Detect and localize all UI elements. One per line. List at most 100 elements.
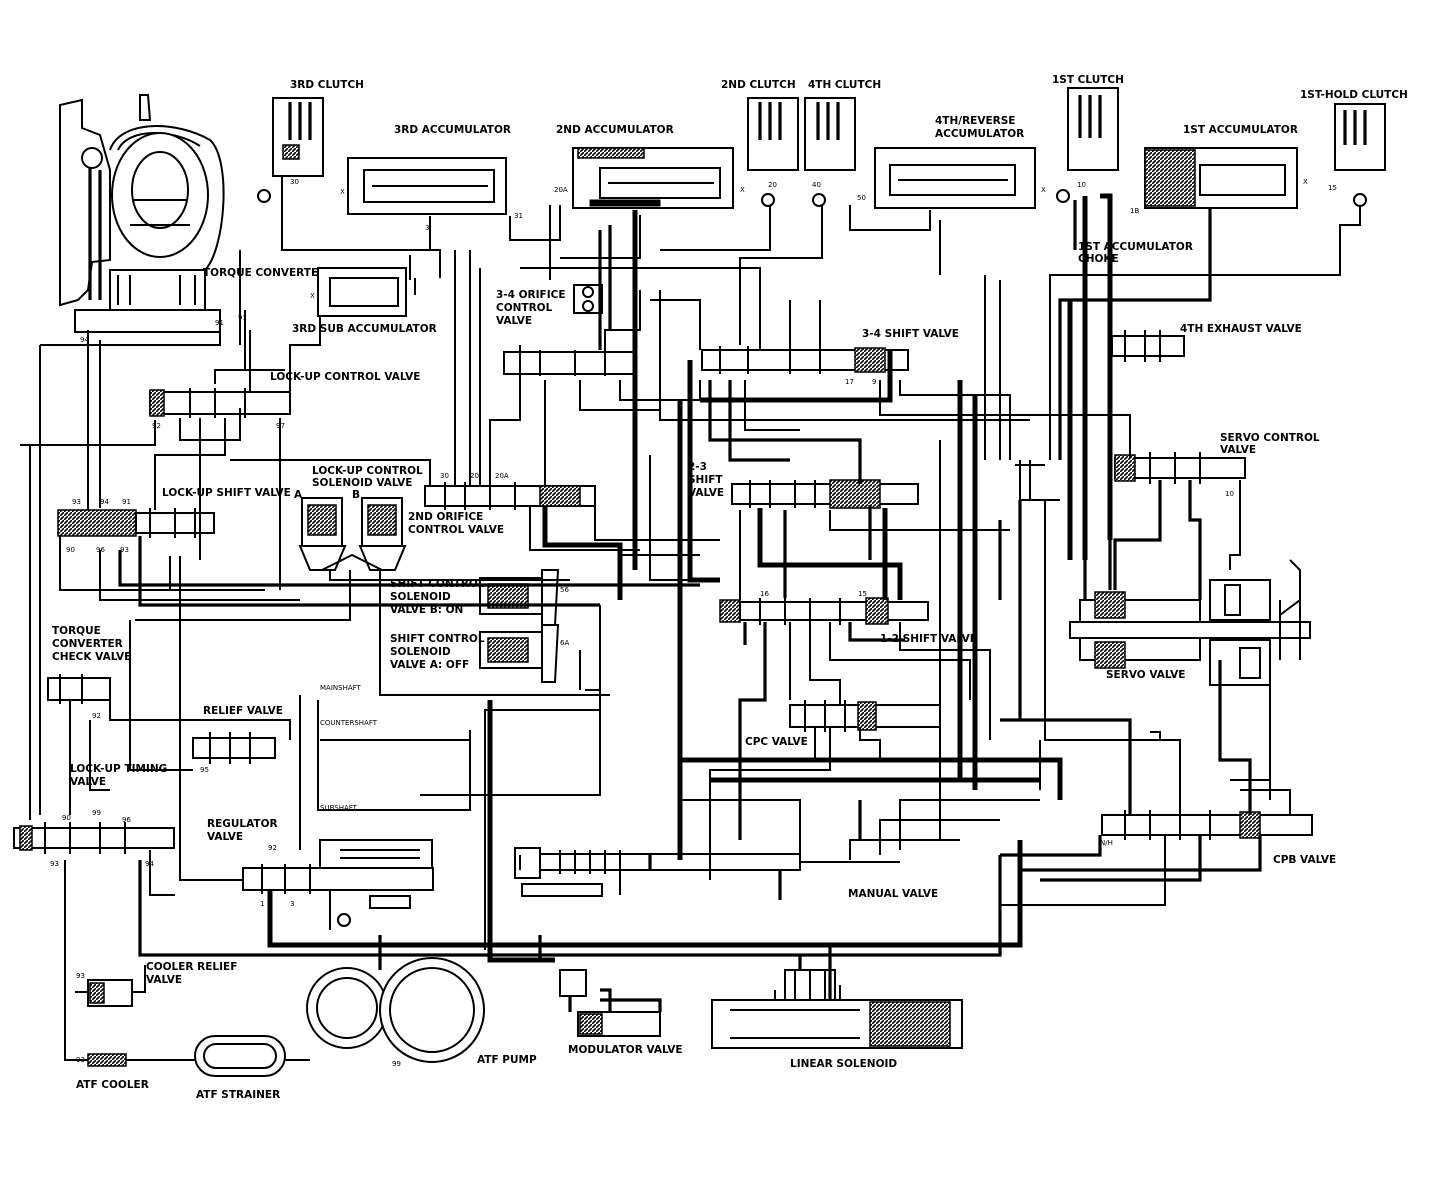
shift-solenoid-b-label-2: SOLENOID (390, 591, 451, 603)
servo-valve-label: SERVO VALVE (1106, 669, 1185, 681)
shift-valve-34-label: 3-4 SHIFT VALVE (862, 328, 959, 340)
fourth-reverse-accumulator-label-2: ACCUMULATOR (935, 128, 1024, 140)
svg-text:50: 50 (857, 194, 866, 202)
fourth-clutch-label: 4TH CLUTCH (808, 79, 881, 91)
first-clutch: 1ST CLUTCH 10 (1052, 74, 1124, 203)
svg-text:X: X (310, 292, 315, 300)
shift-valve-12-label: 1-2 SHIFT VALVE (880, 633, 977, 645)
second-orifice-label-2: CONTROL VALVE (408, 524, 504, 536)
manual-valve: MANUAL VALVE (514, 847, 938, 900)
servo-valve: SERVO VALVE (1069, 579, 1311, 686)
svg-text:10: 10 (1225, 490, 1234, 498)
atf-cooler-label: ATF COOLER (76, 1079, 149, 1091)
lockup-timing-label-1: LOCK-UP TIMING (70, 763, 167, 775)
fourth-reverse-accumulator-label-1: 4TH/REVERSE (935, 115, 1015, 127)
second-orifice-control-valve: 2ND ORIFICE CONTROL VALVE 30 20 20A (408, 472, 596, 536)
svg-text:90: 90 (66, 546, 75, 554)
svg-text:1: 1 (260, 900, 264, 908)
third-clutch-label: 3RD CLUTCH (290, 79, 364, 91)
relief-valve-label: RELIEF VALVE (203, 705, 283, 717)
lockup-timing-label-2: VALVE (70, 776, 106, 788)
second-accumulator-label: 2ND ACCUMULATOR (556, 124, 674, 136)
svg-text:40: 40 (812, 181, 821, 189)
shift-solenoid-b-label-3: VALVE B: ON (390, 604, 463, 616)
tc-check-label-2: CONVERTER (52, 638, 123, 650)
svg-text:COUNTERSHAFT: COUNTERSHAFT (320, 719, 378, 727)
orifice-34-label-3: VALVE (496, 315, 532, 327)
svg-text:91: 91 (238, 314, 247, 322)
svg-text:91: 91 (122, 498, 131, 506)
svg-text:6A: 6A (560, 639, 569, 647)
svg-text:92: 92 (152, 422, 161, 430)
svg-text:SUBSHAFT: SUBSHAFT (320, 804, 358, 812)
fourth-reverse-accumulator: 4TH/REVERSE ACCUMULATOR 50 X (857, 115, 1046, 209)
svg-text:16: 16 (760, 590, 769, 598)
svg-text:20: 20 (470, 472, 479, 480)
cooler-relief-label-1: COOLER RELIEF (146, 961, 237, 973)
svg-text:30: 30 (440, 472, 449, 480)
svg-text:93: 93 (50, 860, 59, 868)
svg-text:1B: 1B (1130, 207, 1139, 215)
second-clutch-label: 2ND CLUTCH (721, 79, 796, 91)
lockup-shift-valve-label: LOCK-UP SHIFT VALVE (162, 487, 291, 499)
atf-strainer-label: ATF STRAINER (196, 1089, 280, 1101)
fourth-clutch: 4TH CLUTCH 40 (804, 79, 881, 207)
cpc-valve-label: CPC VALVE (745, 736, 808, 748)
lockup-control-valve: LOCK-UP CONTROL VALVE 92 97 (149, 371, 420, 430)
first-hold-clutch: 1ST-HOLD CLUTCH 15 (1300, 89, 1408, 207)
atf-strainer: ATF STRAINER (194, 1035, 286, 1101)
shift-solenoid-a-label-2: SOLENOID (390, 646, 451, 658)
svg-text:94: 94 (80, 336, 89, 344)
svg-text:90: 90 (62, 814, 71, 822)
manual-valve-label: MANUAL VALVE (848, 888, 938, 900)
shift-valve-23-label-2: SHIFT (688, 474, 723, 486)
svg-text:X: X (1041, 186, 1046, 194)
regulator-label-1: REGULATOR (207, 818, 278, 830)
shift-valve-23: 2-3 SHIFT VALVE (688, 461, 919, 509)
svg-text:17: 17 (845, 378, 854, 386)
svg-text:99: 99 (392, 1060, 401, 1068)
third-clutch: 3RD CLUTCH 30 (257, 79, 364, 203)
third-accumulator: 3RD ACCUMULATOR X 3 31 (340, 124, 523, 232)
svg-text:9: 9 (872, 378, 876, 386)
svg-text:92: 92 (268, 844, 277, 852)
orifice-34-control-valve: 3-4 ORIFICE CONTROL VALVE (496, 284, 635, 380)
svg-text:95: 95 (200, 766, 209, 774)
second-orifice-label-1: 2ND ORIFICE (408, 511, 483, 523)
fourth-exhaust-valve: 4TH EXHAUST VALVE (1111, 323, 1302, 362)
cooler-relief-label-2: VALVE (146, 974, 182, 986)
lockup-shift-valve: LOCK-UP SHIFT VALVE 93 94 91 90 96 93 (57, 487, 291, 554)
shift-valve-34: 3-4 SHIFT VALVE 17 9 (701, 328, 959, 386)
svg-text:20: 20 (768, 181, 777, 189)
svg-text:20A: 20A (554, 186, 568, 194)
svg-text:31: 31 (514, 212, 523, 220)
shift-control-solenoids: SHIFT CONTROL SOLENOID VALVE B: ON SHIFT… (390, 569, 569, 683)
orifice-34-label-1: 3-4 ORIFICE (496, 289, 566, 301)
solenoid-b-label: B (352, 489, 360, 501)
svg-text:15: 15 (1328, 184, 1337, 192)
regulator-valve: REGULATOR VALVE 1 3 92 MAINSHAFT COUNTER… (207, 684, 434, 927)
svg-text:93: 93 (76, 972, 85, 980)
cooler-relief-valve: COOLER RELIEF VALVE 93 (76, 961, 237, 1007)
second-clutch: 2ND CLUTCH 20 (721, 79, 799, 207)
fourth-exhaust-valve-label: 4TH EXHAUST VALVE (1180, 323, 1302, 335)
first-accumulator-choke-label-1: 1ST ACCUMULATOR (1078, 241, 1193, 253)
lockup-solenoid-label-1: LOCK-UP CONTROL (312, 465, 423, 477)
tc-check-label-3: CHECK VALVE (52, 651, 131, 663)
cpc-valve: CPC VALVE (745, 700, 941, 748)
servo-control-label-2: VALVE (1220, 444, 1256, 456)
svg-text:93: 93 (72, 498, 81, 506)
cpb-valve-label: CPB VALVE (1273, 854, 1336, 866)
svg-text:N/H: N/H (1100, 839, 1113, 847)
lockup-control-solenoid: LOCK-UP CONTROL SOLENOID VALVE A B (294, 465, 423, 571)
shift-valve-23-label-1: 2-3 (688, 461, 707, 473)
third-sub-accumulator-label: 3RD SUB ACCUMULATOR (292, 323, 437, 335)
lockup-control-valve-label: LOCK-UP CONTROL VALVE (270, 371, 420, 383)
linear-solenoid-label: LINEAR SOLENOID (790, 1058, 897, 1070)
svg-text:X: X (340, 188, 345, 196)
svg-text:X: X (1303, 178, 1308, 186)
modulator-valve-label: MODULATOR VALVE (568, 1044, 683, 1056)
second-accumulator: 2ND ACCUMULATOR 20A X (554, 124, 745, 209)
svg-text:20A: 20A (495, 472, 509, 480)
svg-text:30: 30 (290, 178, 299, 186)
